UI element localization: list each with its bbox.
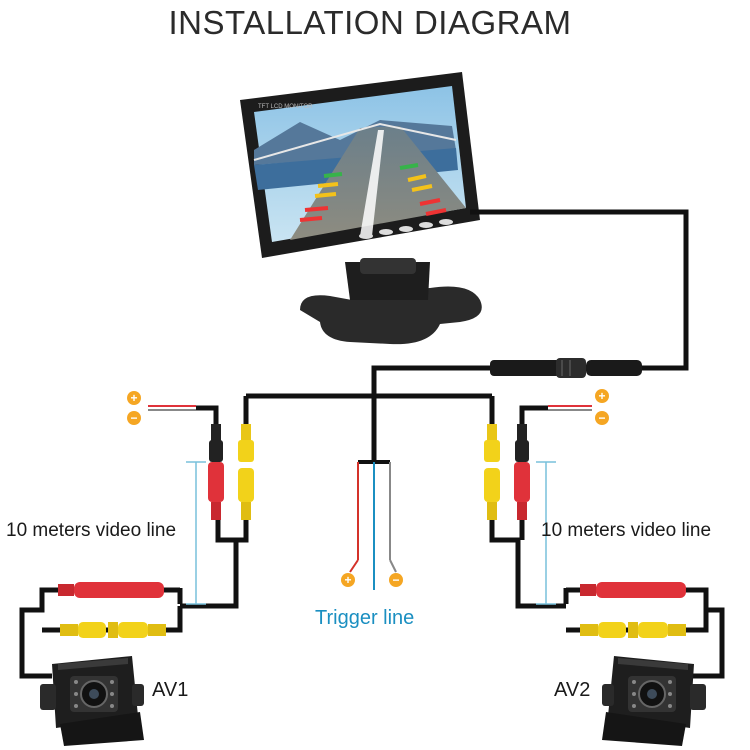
power-terminal-icon: + − bbox=[595, 389, 609, 425]
dimension-line-right bbox=[536, 461, 556, 605]
power-negative-left: − bbox=[130, 411, 137, 425]
rca-connector-icon bbox=[580, 582, 686, 638]
trigger-positive: + bbox=[344, 573, 351, 587]
video-line-label-left: 10 meters video line bbox=[6, 520, 177, 541]
diagram-title: INSTALLATION DIAGRAM bbox=[168, 4, 572, 41]
camera-icon bbox=[40, 656, 144, 746]
trigger-negative: − bbox=[392, 573, 399, 587]
trigger-wire bbox=[349, 460, 397, 590]
power-positive-right: + bbox=[598, 389, 605, 403]
rca-connector-icon bbox=[208, 424, 254, 520]
trigger-line-label: Trigger line bbox=[315, 607, 415, 629]
power-negative-right: − bbox=[598, 411, 605, 425]
video-line-label-right: 10 meters video line bbox=[541, 520, 712, 541]
power-lead-right bbox=[548, 405, 592, 411]
camera-icon bbox=[602, 656, 706, 746]
rca-connector-icon bbox=[58, 582, 166, 638]
power-lead-left bbox=[148, 405, 196, 411]
monitor-brand: TFT LCD MONITOR bbox=[258, 104, 313, 110]
aviation-connector-icon bbox=[490, 358, 642, 378]
rca-connector-icon bbox=[484, 424, 530, 520]
camera-left-label: AV1 bbox=[152, 679, 189, 701]
monitor-icon: TFT LCD MONITOR bbox=[240, 72, 482, 345]
power-terminal-icon: + − bbox=[341, 573, 403, 587]
dimension-line-left bbox=[186, 461, 206, 605]
power-positive-left: + bbox=[130, 391, 137, 405]
camera-right-label: AV2 bbox=[554, 679, 591, 701]
power-terminal-icon: + − bbox=[127, 391, 141, 425]
